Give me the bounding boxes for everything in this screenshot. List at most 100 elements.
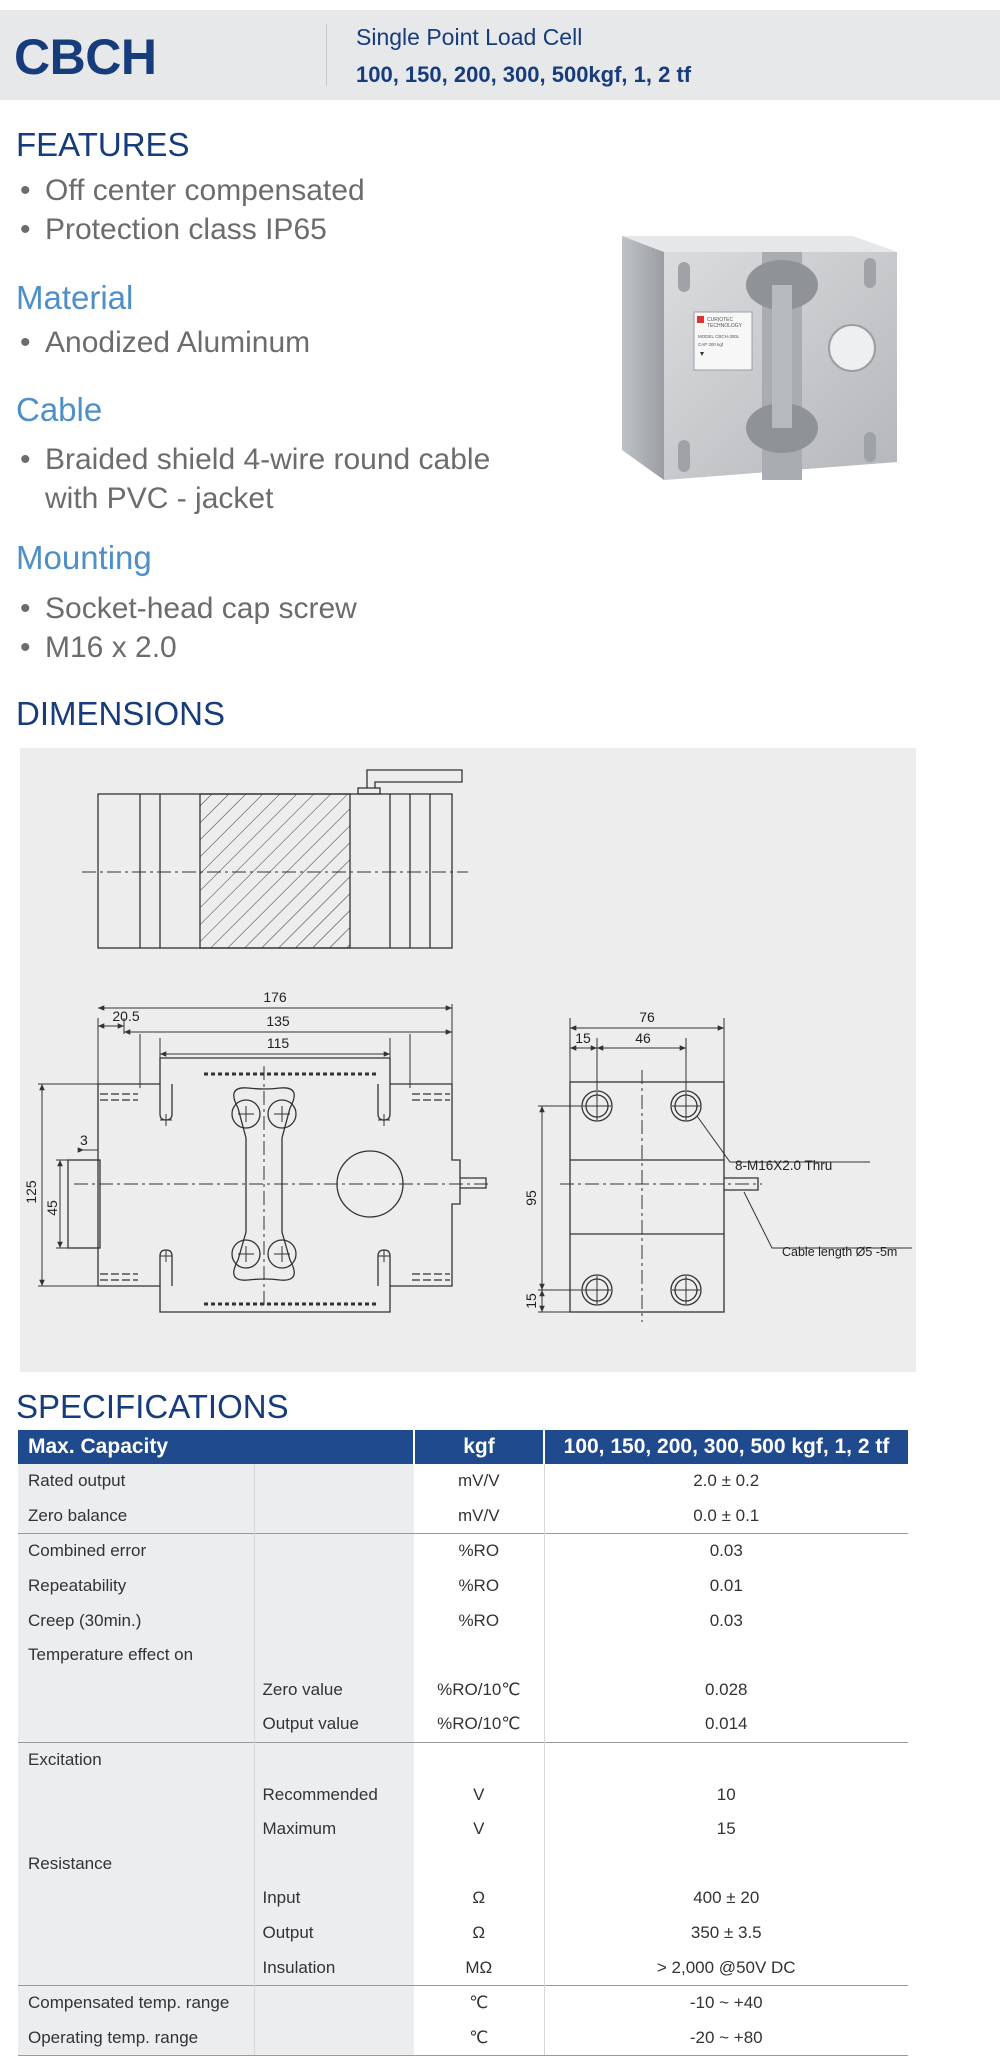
product-photo: CURIOTEC TECHNOLOGY MODEL CBCH-300L CAP … xyxy=(622,236,897,480)
photo-label-line: CAP 300 kgf xyxy=(698,342,724,347)
spec-value: 0.014 xyxy=(704,1714,748,1734)
spec-sublabel xyxy=(253,1741,414,1778)
specifications-table: Max. Capacity kgf 100, 150, 200, 300, 50… xyxy=(18,1430,908,2057)
spec-unit xyxy=(414,1846,545,1882)
cable-callout: Cable length Ø5 -5m xyxy=(782,1245,897,1259)
spec-sublabel: Output value xyxy=(253,1707,414,1743)
spec-sublabel xyxy=(253,1533,414,1569)
spec-sublabel xyxy=(253,1637,414,1673)
header-bar: CBCH Single Point Load Cell 100, 150, 20… xyxy=(0,10,1000,100)
spec-value: -20 ~ +80 xyxy=(544,2020,908,2057)
spec-label: Repeatability xyxy=(18,1568,254,1604)
spec-sublabel xyxy=(253,2020,414,2057)
cable-item: Braided shield 4-wire round cable with P… xyxy=(20,440,520,518)
spec-unit: %RO xyxy=(414,1568,545,1604)
spec-label: Rated output xyxy=(18,1464,254,1499)
spec-value: 350 ± 3.5 xyxy=(690,1923,762,1943)
features-item: Protection class IP65 xyxy=(20,210,365,249)
spec-label: Resistance xyxy=(18,1846,254,1882)
spec-unit xyxy=(414,1637,545,1673)
spec-sublabel: Maximum xyxy=(253,1811,414,1847)
specifications-title: SPECIFICATIONS xyxy=(16,1388,289,1425)
spec-sublabel: Insulation xyxy=(253,1950,414,1986)
spec-sublabel xyxy=(253,1464,414,1499)
features-title: FEATURES xyxy=(16,126,190,163)
dim-label: 45 xyxy=(44,1200,60,1216)
spec-value: 400 ± 20 xyxy=(693,1888,760,1908)
spec-unit: Ω xyxy=(414,1881,545,1916)
spec-unit: mV/V xyxy=(414,1498,545,1534)
cable-list: Braided shield 4-wire round cable with P… xyxy=(20,440,520,518)
spec-unit: ℃ xyxy=(414,1984,545,2021)
spec-header-unit: kgf xyxy=(414,1430,545,1464)
spec-value: > 2,000 @50V DC xyxy=(656,1957,796,1977)
material-title: Material xyxy=(16,279,134,316)
dim-label: 76 xyxy=(639,1009,655,1025)
spec-unit: mV/V xyxy=(414,1464,545,1499)
spec-label xyxy=(18,1811,254,1847)
table-row: Zero balance mV/V 0.0 ± 0.1 xyxy=(18,1498,908,1534)
product-subtitle: Single Point Load Cell xyxy=(356,24,583,50)
photo-logo-line: TECHNOLOGY xyxy=(707,323,743,329)
spec-sublabel xyxy=(253,1846,414,1882)
dim-label: 135 xyxy=(266,1013,290,1029)
spec-label: Operating temp. range xyxy=(18,2020,254,2057)
spec-value: 10 xyxy=(716,1784,736,1804)
spec-header-capacity: Max. Capacity xyxy=(18,1430,415,1464)
cable-title: Cable xyxy=(16,391,103,428)
spec-unit: %RO/10℃ xyxy=(414,1707,545,1743)
spec-value: 0.03 xyxy=(709,1610,743,1630)
dim-label: 176 xyxy=(263,989,287,1005)
mounting-item: Socket-head cap screw xyxy=(20,589,357,628)
mounting-item: M16 x 2.0 xyxy=(20,628,357,667)
spec-unit: MΩ xyxy=(414,1950,545,1986)
mounting-list: Socket-head cap screw M16 x 2.0 xyxy=(20,589,357,667)
table-row: Resistance xyxy=(18,1846,908,1882)
spec-sublabel: Recommended xyxy=(253,1777,414,1812)
capacity-range: 100, 150, 200, 300, 500kgf, 1, 2 tf xyxy=(356,62,692,87)
spec-value: 0.03 xyxy=(544,1533,908,1569)
spec-label xyxy=(18,1950,254,1986)
table-row: Temperature effect on xyxy=(18,1637,908,1673)
spec-label: Combined error xyxy=(18,1533,254,1569)
spec-sublabel xyxy=(253,1498,414,1534)
material-item: Anodized Aluminum xyxy=(20,323,310,362)
spec-header-values: 100, 150, 200, 300, 500 kgf, 1, 2 tf xyxy=(544,1430,908,1464)
dim-label: 3 xyxy=(80,1132,88,1148)
dim-label: 46 xyxy=(635,1030,651,1046)
spec-label: Temperature effect on xyxy=(18,1637,254,1673)
spec-label: Zero balance xyxy=(18,1498,254,1534)
features-item: Off center compensated xyxy=(20,171,365,210)
dim-label: 115 xyxy=(267,1035,290,1051)
spec-label: Excitation xyxy=(18,1741,254,1778)
dimensions-drawing: 176 20.5 135 115 3 125 45 xyxy=(20,748,916,1372)
spec-header-row: Max. Capacity kgf 100, 150, 200, 300, 50… xyxy=(18,1430,908,1464)
dimensions-svg: 176 20.5 135 115 3 125 45 xyxy=(23,769,912,1322)
spec-label xyxy=(18,1777,254,1812)
spec-value: 0.028 xyxy=(704,1679,748,1699)
table-row: Compensated temp. range℃-10 ~ +40 xyxy=(18,1984,908,2021)
dim-label: 15 xyxy=(523,1293,539,1309)
table-row: Excitation xyxy=(18,1741,908,1778)
spec-label xyxy=(18,1881,254,1916)
dim-label: 95 xyxy=(523,1190,539,1206)
table-row: Operating temp. range ℃-20 ~ +80 xyxy=(18,2020,908,2057)
spec-sublabel xyxy=(253,1568,414,1604)
spec-value: 0.0 ± 0.1 xyxy=(693,1505,760,1525)
model-name: CBCH xyxy=(14,29,157,85)
spec-unit: Ω xyxy=(414,1915,545,1951)
spec-unit: %RO xyxy=(414,1533,545,1569)
dim-label: 125 xyxy=(23,1180,39,1204)
spec-unit: ℃ xyxy=(414,2020,545,2057)
dimensions-title: DIMENSIONS xyxy=(16,695,226,732)
spec-value: 2.0 ± 0.2 xyxy=(693,1471,760,1491)
spec-unit: V xyxy=(414,1777,545,1812)
